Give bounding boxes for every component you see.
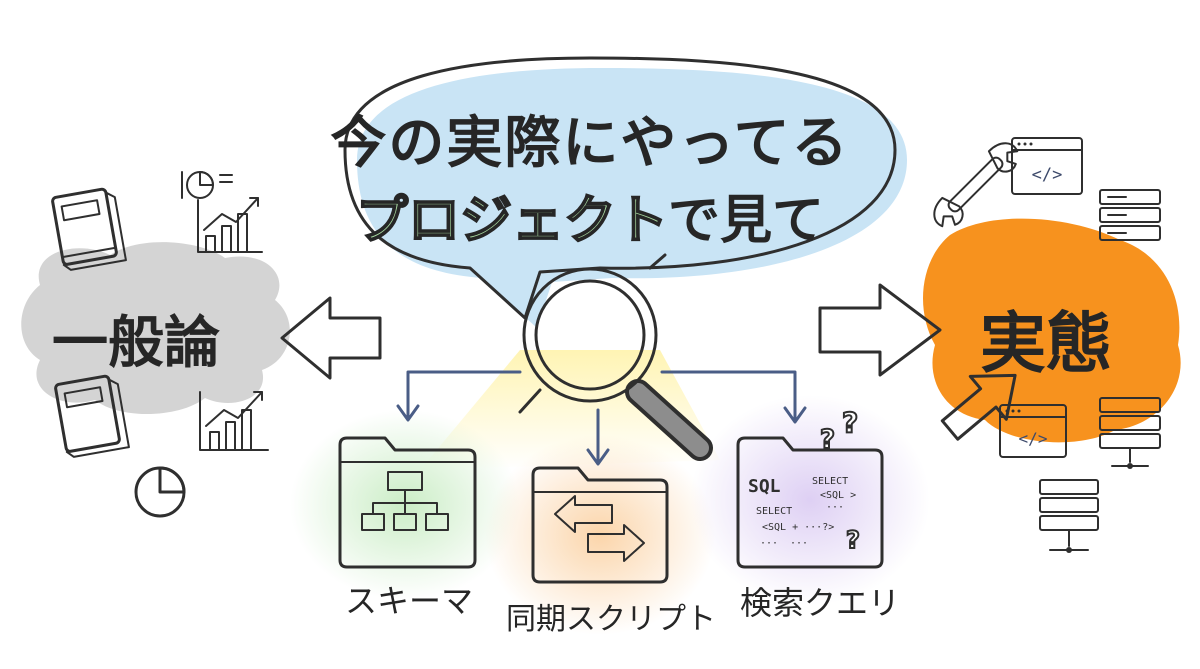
left-arrow	[280, 296, 382, 380]
sql-line-7: ···	[790, 538, 808, 549]
bar-chart-icon	[197, 197, 263, 253]
question-mark-1: ?	[820, 425, 835, 455]
search-query-label: 検索クエリ	[740, 584, 901, 622]
code-window-icon: </>	[1011, 137, 1083, 195]
sync-script-label: 同期スクリプト	[506, 602, 716, 637]
schema-folder	[338, 436, 477, 569]
project-highlight: プロジェクト	[355, 190, 669, 252]
bubble-line-1: 今の実際にやってる	[330, 111, 850, 176]
sql-line-5: ···	[826, 502, 844, 513]
sql-line-2: <SQL >	[820, 490, 856, 501]
speech-bubble	[343, 56, 907, 328]
swap-arrows-icon	[554, 495, 645, 562]
question-mark-3: ?	[846, 526, 860, 554]
code-tag: </>	[1019, 429, 1048, 448]
sync-script-folder	[531, 466, 669, 584]
right-arrow	[818, 283, 942, 377]
actual-state-label: 実態	[980, 305, 1112, 382]
sql-line-1: SELECT	[812, 476, 848, 487]
bar-chart-icon	[199, 391, 269, 451]
question-mark-icon: ? ? ?	[819, 405, 861, 555]
server-icon	[1099, 397, 1161, 469]
pie-chart-icon	[181, 171, 233, 199]
bubble-line-2-rest: で見て	[668, 191, 825, 251]
sql-badge: SQL	[748, 476, 781, 497]
sql-line-4: <SQL + ···?>	[762, 522, 834, 533]
wrench-icon	[933, 142, 1019, 228]
server-icon	[1039, 479, 1099, 553]
book-icon	[54, 374, 130, 458]
search-query-folder: SQL SELECT <SQL > SELECT <SQL + ···?> ··…	[736, 436, 884, 569]
code-window-icon: </>	[999, 404, 1067, 458]
pie-chart-icon	[134, 466, 186, 518]
diagonal-arrow	[940, 373, 1017, 441]
light-beam	[420, 350, 720, 470]
actual-state-blob	[923, 218, 1181, 443]
hierarchy-icon	[361, 471, 449, 531]
code-tag: </>	[1032, 165, 1063, 185]
connector-arrows	[396, 370, 807, 466]
question-mark-2: ?	[842, 406, 858, 439]
general-theory-cloud	[21, 242, 290, 415]
bubble-line-2: プロジェクトで見て	[330, 178, 850, 253]
general-theory-label: 一般論	[52, 311, 220, 376]
book-icon	[51, 187, 127, 271]
schema-label: スキーマ	[345, 582, 474, 620]
sql-line-3: SELECT	[756, 506, 792, 517]
query-glow	[690, 395, 930, 605]
server-icon	[1099, 189, 1161, 241]
magnifying-glass-icon	[518, 253, 713, 461]
sql-line-6: ···	[760, 538, 778, 549]
